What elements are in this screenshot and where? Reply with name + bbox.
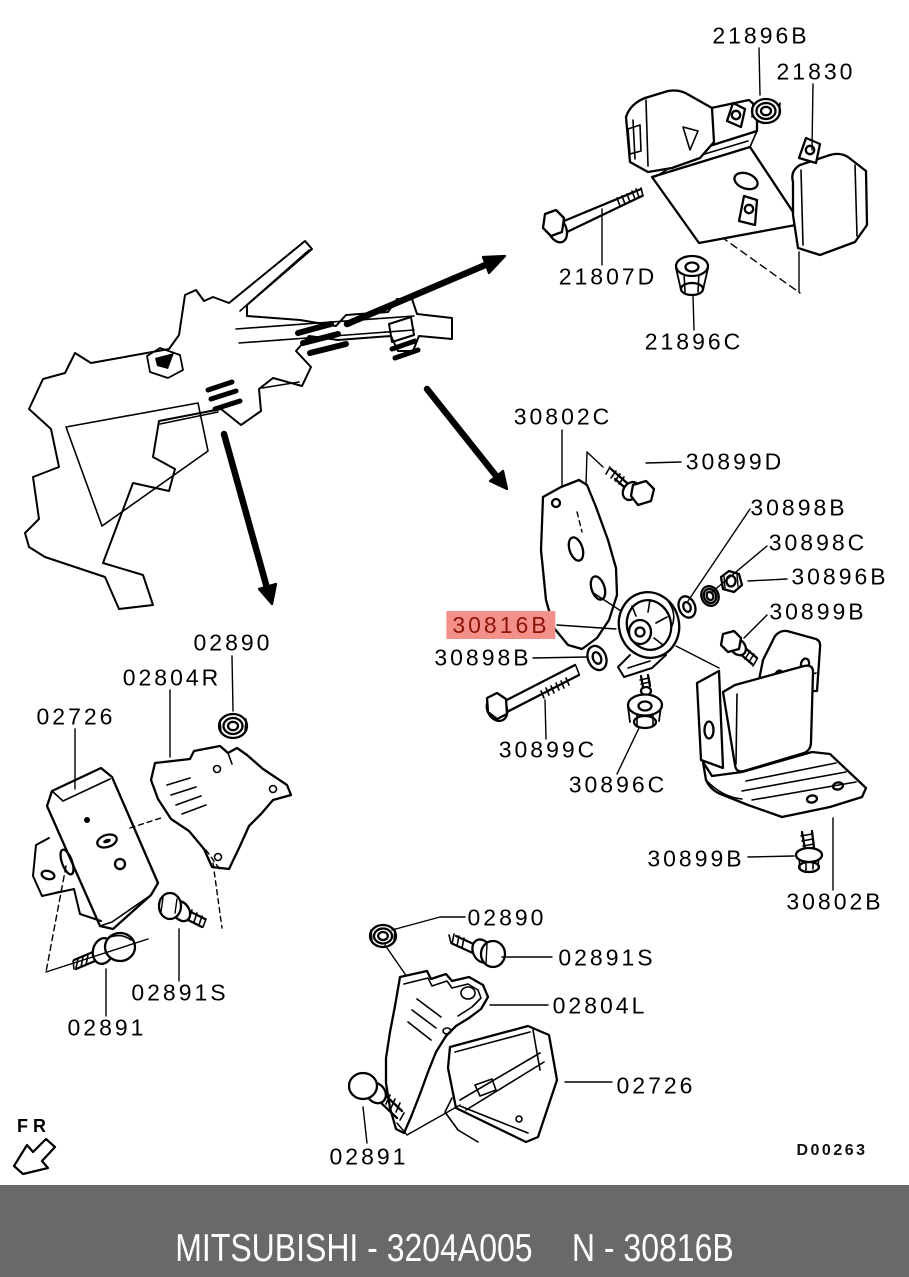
- part-label-02804l[interactable]: 02804L: [552, 992, 648, 1019]
- nut-02890-left-drawing: [368, 923, 415, 988]
- arrow-to-front-mount-detail: [220, 430, 278, 606]
- bracket-30802b-drawing: [695, 629, 868, 819]
- part-label-21807d[interactable]: 21807D: [558, 263, 658, 290]
- part-label-02890-right[interactable]: 02890: [193, 629, 273, 656]
- part-label-02726-right[interactable]: 02726: [36, 703, 116, 730]
- insulator-30816b-drawing: [617, 591, 681, 697]
- nut-21896c-drawing: [674, 254, 710, 297]
- insulator-02726-right-drawing: [32, 766, 160, 931]
- arrow-to-transmission-mount-detail: [343, 254, 507, 328]
- bolt-21807d-drawing: [541, 187, 644, 244]
- part-label-02891-right[interactable]: 02891: [67, 1014, 147, 1041]
- footer-part-ref: N - 30816B: [571, 1227, 734, 1270]
- nut-21896b-drawing: [750, 97, 782, 125]
- part-label-30816b-highlighted[interactable]: 30816B: [446, 611, 556, 639]
- leader-lines: [74, 47, 834, 1144]
- bolt-30899b-bottom-drawing: [794, 829, 824, 874]
- part-label-30896b[interactable]: 30896B: [791, 563, 889, 590]
- part-label-02726-left[interactable]: 02726: [616, 1072, 696, 1099]
- part-label-30898c[interactable]: 30898C: [768, 529, 868, 556]
- washer-30898b-left-drawing: [586, 644, 608, 672]
- chassis-frame-drawing: [24, 240, 453, 610]
- part-label-02891-left[interactable]: 02891: [329, 1143, 409, 1170]
- bracket-02804l-drawing: [384, 969, 490, 1135]
- construction-lines-left-mount: [396, 1104, 461, 1136]
- part-label-30899c[interactable]: 30899C: [498, 736, 598, 763]
- part-label-02890-left[interactable]: 02890: [467, 904, 547, 931]
- part-label-21896c[interactable]: 21896C: [644, 328, 744, 355]
- bolt-02891s-right-drawing: [157, 891, 207, 929]
- fr-orientation-label: FR: [17, 1116, 51, 1136]
- part-label-30802c[interactable]: 30802C: [513, 403, 613, 430]
- nut-02890-right-drawing: [217, 712, 249, 740]
- part-label-30898b-2[interactable]: 30898B: [434, 644, 532, 671]
- part-label-30899b-2[interactable]: 30899B: [647, 845, 745, 872]
- arrow-to-engine-mount-detail: [423, 385, 509, 491]
- drawing-code: D00263: [796, 1142, 868, 1159]
- part-label-30898b-1[interactable]: 30898B: [750, 494, 848, 521]
- construction-lines-right-mount: [45, 865, 149, 973]
- bolt-30899b-right-drawing: [719, 629, 759, 667]
- footer-bar: MITSUBISHI - 3204A005 N - 30816B: [0, 1185, 909, 1277]
- part-label-30899d[interactable]: 30899D: [685, 448, 785, 475]
- part-label-02891s-right[interactable]: 02891S: [131, 979, 229, 1006]
- footer-text: MITSUBISHI - 3204A005 N - 30816B: [82, 1229, 827, 1268]
- bracket-02804r-drawing: [129, 744, 293, 929]
- crossmember-21830-drawing: [624, 89, 869, 294]
- part-label-30899b-1[interactable]: 30899B: [769, 598, 867, 625]
- nut-30896b-drawing: [719, 569, 744, 594]
- part-label-21896b[interactable]: 21896B: [712, 22, 810, 49]
- construction-lines-engine-mount: [591, 591, 720, 669]
- washer-30898b-right-drawing: [677, 595, 697, 619]
- part-label-30802b[interactable]: 30802B: [786, 888, 884, 915]
- insulator-02726-left-drawing: [444, 1024, 559, 1144]
- footer-catalog-ref: MITSUBISHI - 3204A005: [175, 1227, 533, 1270]
- bracket-30802c-drawing: [539, 451, 619, 651]
- part-label-02804r[interactable]: 02804R: [122, 664, 222, 691]
- bolt-02891s-left-drawing: [448, 933, 507, 969]
- part-label-02891s-left[interactable]: 02891S: [558, 944, 656, 971]
- part-label-21830[interactable]: 21830: [776, 58, 856, 85]
- bolt-02891-right-drawing: [72, 931, 137, 971]
- nut-30896c-drawing: [626, 693, 664, 730]
- bolt-30899d-drawing: [605, 466, 656, 507]
- bolt-02891-left-drawing: [347, 1071, 405, 1121]
- washer-30898c-drawing: [700, 585, 720, 607]
- front-direction-arrow-icon: [12, 1137, 57, 1176]
- bolt-30899c-drawing: [485, 663, 581, 723]
- part-label-30896c[interactable]: 30896C: [568, 771, 668, 798]
